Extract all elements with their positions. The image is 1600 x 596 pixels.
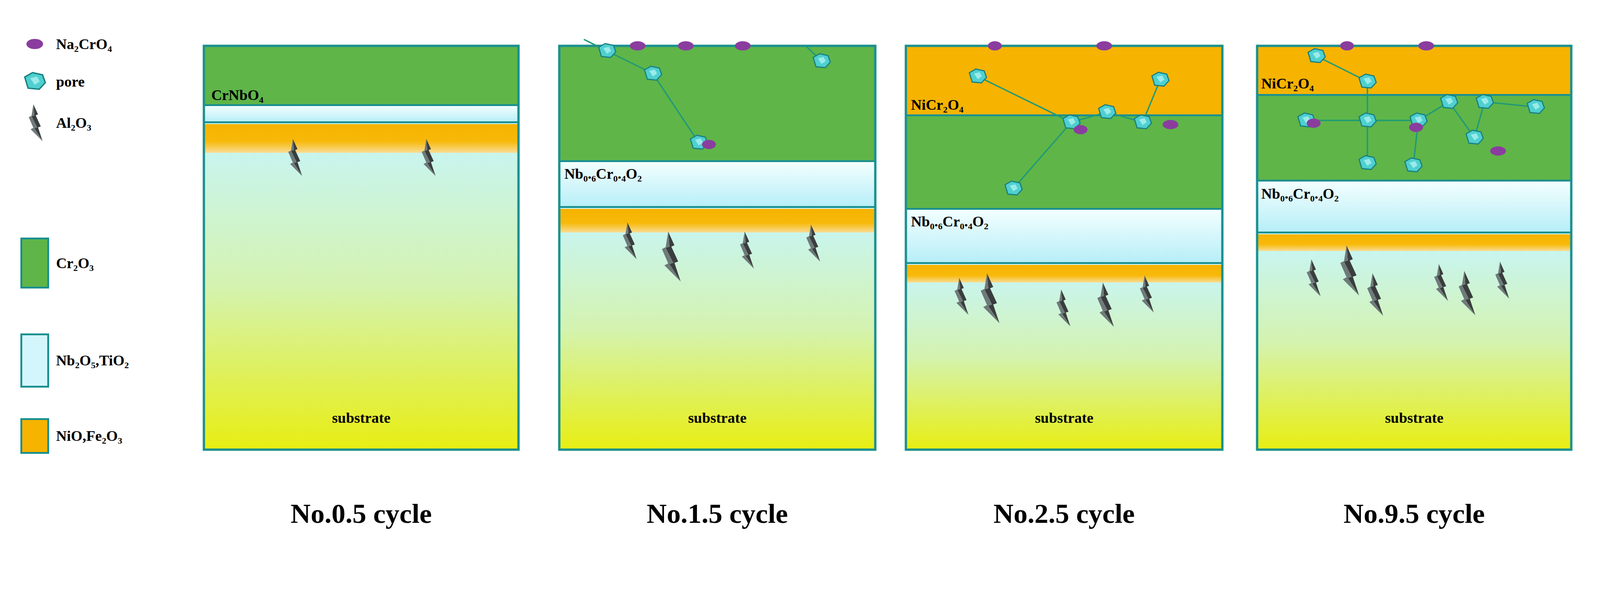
legend-text: Cr₂O₃ (56, 254, 94, 272)
nb2o5-layer (203, 105, 519, 123)
na2cro4-particles (629, 41, 1506, 156)
legend-swatch (20, 418, 50, 455)
substrate-region: substrate (203, 152, 519, 450)
layer-label: Nb₀.₆Cr₀.₄O₂ (910, 213, 989, 231)
substrate-fill (559, 207, 876, 450)
panel-outline (905, 45, 1223, 450)
legend-text: Nb₂O₅,TiO₂ (56, 352, 129, 370)
cycle-caption: No.9.5 cycle (1343, 498, 1486, 531)
layer-label: Nb₀.₆Cr₀.₄O₂ (564, 165, 642, 183)
cycle-panel: No.9.5 cyclesubstrate (1257, 45, 1572, 450)
panel-outline (1257, 45, 1572, 450)
layer-label: Nb₀.₆Cr₀.₄O₂ (1261, 185, 1339, 203)
panel-outline (203, 45, 519, 450)
nio-layer (203, 124, 519, 153)
layer-stack (559, 45, 876, 450)
cr2o3-layer (905, 115, 1223, 209)
al2o3-spikes (288, 139, 1510, 328)
substrate-region: substrate (1257, 251, 1572, 450)
layer-stack (203, 45, 519, 450)
cycle-panel: No.1.5 cyclesubstrate (559, 45, 876, 450)
cr2o3-layer (1257, 94, 1572, 181)
panel-outline (559, 45, 876, 450)
nb2o5-layer (559, 161, 876, 208)
nio-top-layer (905, 45, 1223, 116)
pore-network (583, 39, 1536, 189)
legend-text: Na₂CrO₄ (56, 35, 113, 53)
cr2o3-layer (203, 45, 519, 106)
layer-stack (1257, 45, 1572, 450)
nio-layer (905, 265, 1223, 283)
substrate-label: substrate (331, 409, 391, 427)
layer-label: NiCr₂O₄ (910, 96, 964, 114)
nio-layer (1257, 234, 1572, 252)
layer-label: NiCr₂O₄ (1261, 75, 1314, 93)
legend-text: NiO,Fe₂O₃ (56, 427, 123, 445)
substrate-label: substrate (688, 409, 747, 427)
nb2o5-layer (1257, 180, 1572, 233)
legend-swatch (20, 237, 50, 289)
legend-text: pore (56, 73, 85, 91)
cycle-caption: No.0.5 cycle (290, 498, 432, 531)
pores (598, 43, 1545, 196)
legend-swatch (20, 333, 50, 388)
nb2o5-layer (905, 208, 1223, 264)
legend-text: Al₂O₃ (56, 114, 92, 132)
cycle-panel: No.0.5 cyclesubstrate (203, 45, 519, 450)
cr2o3-layer (559, 45, 876, 162)
nio-layer (559, 208, 876, 233)
layer-stack (905, 45, 1223, 450)
na2cro4-sample (26, 38, 44, 50)
substrate-fill (905, 263, 1223, 450)
pore-sample (24, 72, 45, 90)
al2o3-sample (28, 104, 43, 142)
cycle-caption: No.2.5 cycle (993, 498, 1135, 531)
nio-top-layer (1257, 45, 1572, 95)
substrate-fill (1257, 232, 1572, 450)
layer-label: CrNbO₄ (211, 86, 264, 104)
legend-samples (24, 38, 45, 142)
substrate-label: substrate (1034, 409, 1094, 427)
substrate-fill (203, 122, 519, 450)
substrate-label: substrate (1384, 409, 1444, 427)
cycle-caption: No.1.5 cycle (646, 498, 789, 531)
substrate-region: substrate (905, 282, 1223, 450)
substrate-region: substrate (559, 232, 876, 450)
